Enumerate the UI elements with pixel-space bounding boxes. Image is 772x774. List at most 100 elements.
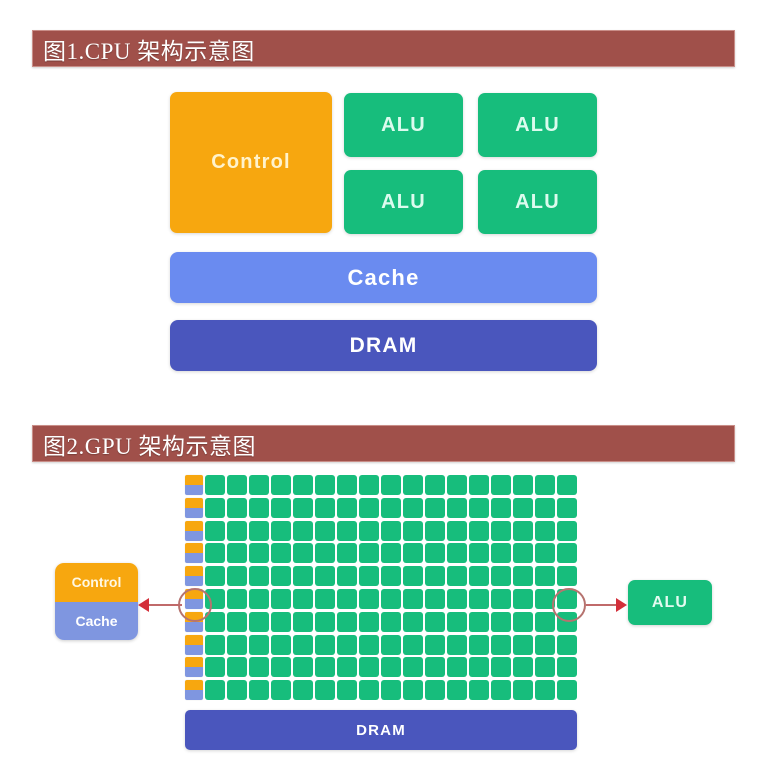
alu-core-cell xyxy=(249,680,269,701)
cpu-alu-label-2: ALU xyxy=(515,113,560,136)
alu-core-cell xyxy=(403,657,423,678)
alu-core-cell xyxy=(249,497,269,518)
alu-core-cell xyxy=(425,497,445,518)
gpu-cell-cache-half xyxy=(185,576,203,587)
alu-core-cell xyxy=(403,589,423,609)
alu-core-cell xyxy=(249,634,269,655)
gpu-dram-label: DRAM xyxy=(356,721,406,739)
alu-core-cell xyxy=(469,657,489,678)
alu-core-cell xyxy=(425,543,445,564)
alu-core-cell xyxy=(381,657,401,678)
gpu-cell-control-half xyxy=(185,520,203,531)
alu-core-cell xyxy=(249,589,269,609)
section-title-gpu: 图2.GPU 架构示意图 xyxy=(32,425,735,462)
alu-core-cell xyxy=(315,680,335,701)
alu-core-cell xyxy=(425,566,445,587)
alu-core-cell xyxy=(359,520,379,541)
gpu-cell-cache-half xyxy=(185,644,203,655)
alu-core-cell xyxy=(513,497,533,518)
highlight-circle-right xyxy=(552,588,586,622)
alu-core-cell xyxy=(359,589,379,609)
alu-core-cell xyxy=(337,566,357,587)
alu-core-cell xyxy=(469,543,489,564)
alu-core-cell xyxy=(337,475,357,495)
alu-core-cell xyxy=(205,566,225,587)
alu-core-cell xyxy=(535,543,555,564)
cpu-dram-bar: DRAM xyxy=(170,320,597,371)
alu-core-cell xyxy=(403,497,423,518)
gpu-callout-control: Control xyxy=(55,563,138,602)
alu-core-cell xyxy=(513,520,533,541)
alu-core-cell xyxy=(513,657,533,678)
alu-core-cell xyxy=(491,634,511,655)
alu-core-cell xyxy=(535,634,555,655)
alu-core-cell xyxy=(205,680,225,701)
control-cache-cell xyxy=(185,497,203,518)
cpu-alu-block-4: ALU xyxy=(478,170,597,234)
alu-core-cell xyxy=(403,520,423,541)
alu-core-cell xyxy=(227,543,247,564)
control-cache-cell xyxy=(185,680,203,701)
alu-core-cell xyxy=(205,543,225,564)
alu-core-cell xyxy=(337,680,357,701)
alu-core-cell xyxy=(425,680,445,701)
alu-core-cell xyxy=(271,566,291,587)
alu-core-cell xyxy=(271,634,291,655)
alu-core-cell xyxy=(315,634,335,655)
alu-core-cell xyxy=(293,611,313,632)
alu-core-cell xyxy=(403,634,423,655)
alu-core-cell xyxy=(469,520,489,541)
alu-core-cell xyxy=(359,634,379,655)
section-title-cpu-text: 图1.CPU 架构示意图 xyxy=(43,38,255,64)
gpu-dram-bar: DRAM xyxy=(185,710,577,750)
alu-core-cell xyxy=(491,657,511,678)
alu-core-cell xyxy=(315,475,335,495)
cpu-cache-bar: Cache xyxy=(170,252,597,303)
section-title-cpu: 图1.CPU 架构示意图 xyxy=(32,30,735,67)
cpu-alu-block-3: ALU xyxy=(344,170,463,234)
gpu-grid-row xyxy=(185,475,577,495)
gpu-alu-callout: ALU xyxy=(628,580,712,625)
alu-core-cell xyxy=(315,520,335,541)
alu-core-cell xyxy=(491,520,511,541)
alu-core-cell xyxy=(535,680,555,701)
alu-core-cell xyxy=(271,475,291,495)
alu-core-cell xyxy=(513,611,533,632)
alu-core-cell xyxy=(403,543,423,564)
alu-core-cell xyxy=(227,566,247,587)
gpu-grid-row xyxy=(185,543,577,564)
alu-core-cell xyxy=(491,680,511,701)
alu-core-cell xyxy=(425,634,445,655)
callout-arrow-right-line xyxy=(586,604,620,606)
gpu-cell-control-half xyxy=(185,497,203,508)
alu-core-cell xyxy=(249,657,269,678)
gpu-grid-row xyxy=(185,611,577,632)
alu-core-cell xyxy=(293,634,313,655)
control-cache-cell xyxy=(185,543,203,564)
alu-core-cell xyxy=(491,589,511,609)
alu-core-cell xyxy=(535,589,555,609)
alu-core-cell xyxy=(557,634,577,655)
alu-core-cell xyxy=(447,543,467,564)
cpu-alu-label-3: ALU xyxy=(381,190,426,213)
alu-core-cell xyxy=(469,634,489,655)
alu-core-cell xyxy=(337,634,357,655)
gpu-cell-control-half xyxy=(185,634,203,645)
cpu-dram-label: DRAM xyxy=(349,333,418,357)
alu-core-cell xyxy=(469,475,489,495)
alu-core-cell xyxy=(293,475,313,495)
alu-core-cell xyxy=(359,657,379,678)
alu-core-cell xyxy=(359,680,379,701)
alu-core-cell xyxy=(271,520,291,541)
gpu-cell-cache-half xyxy=(185,507,203,518)
alu-core-cell xyxy=(469,680,489,701)
gpu-cell-cache-half xyxy=(185,553,203,564)
alu-core-cell xyxy=(535,520,555,541)
alu-core-cell xyxy=(293,566,313,587)
alu-core-cell xyxy=(557,520,577,541)
alu-core-cell xyxy=(381,589,401,609)
alu-core-cell xyxy=(271,680,291,701)
alu-core-cell xyxy=(293,497,313,518)
alu-core-cell xyxy=(315,497,335,518)
gpu-grid-row xyxy=(185,680,577,701)
